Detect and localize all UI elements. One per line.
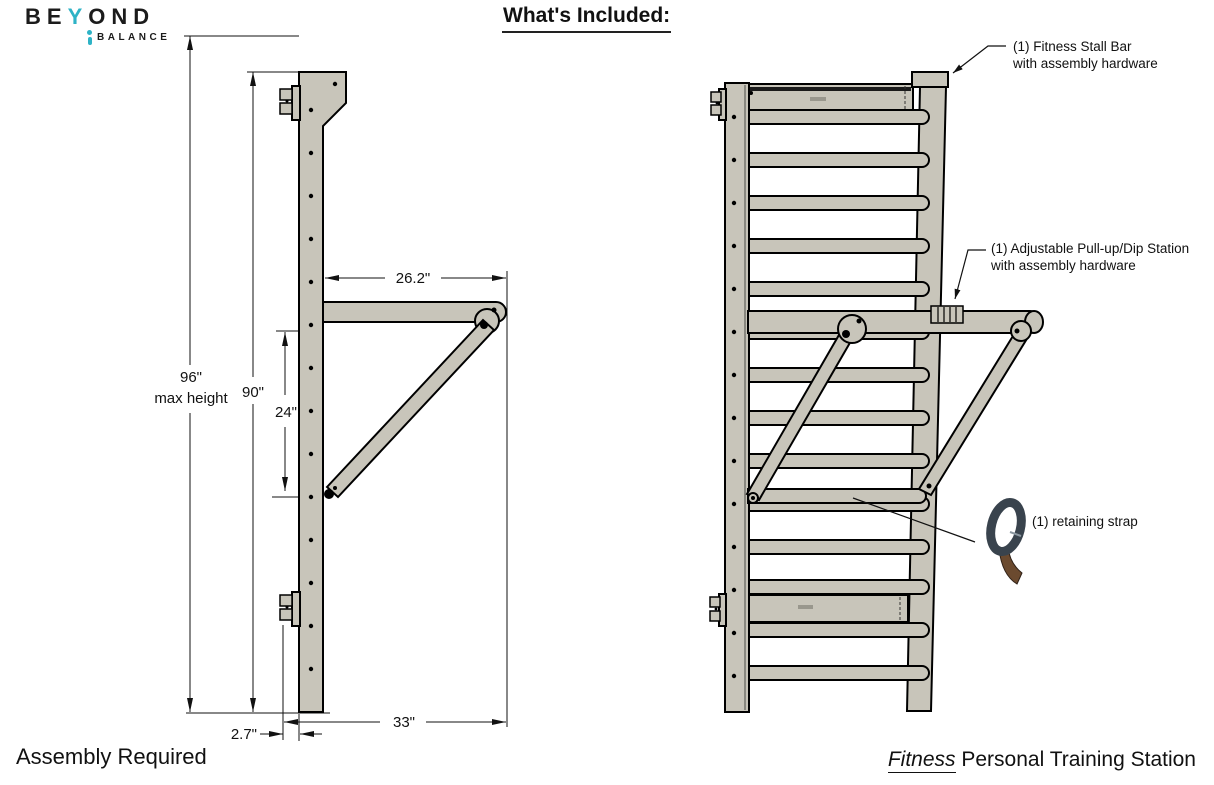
stall-bar-side-profile bbox=[279, 71, 347, 713]
brand-name: BEYOND bbox=[25, 6, 170, 28]
pullup-arm-side bbox=[322, 301, 507, 499]
brand-exclamation-icon bbox=[87, 30, 92, 45]
brand-name-accent: Y bbox=[67, 4, 89, 29]
stall-bar-side-holes bbox=[285, 81, 338, 672]
dim-2-7-label: 2.7" bbox=[231, 726, 257, 743]
board-hidden-edges bbox=[899, 86, 906, 620]
side-view: 96" max height 90" 24" 26.2" 33" 2.7" bbox=[154, 35, 508, 743]
assembly-required-note: Assembly Required bbox=[16, 744, 207, 769]
dim-26-2-label: 26.2" bbox=[396, 270, 431, 287]
annotation-strap: (1) retaining strap bbox=[1032, 514, 1138, 529]
dim-96-sublabel: max height bbox=[154, 390, 228, 407]
product-name: Fitness Personal Training Station bbox=[887, 748, 1196, 773]
product-name-italic: Fitness bbox=[887, 748, 956, 773]
left-rail-holes bbox=[714, 91, 753, 679]
annotation-leaders bbox=[852, 45, 1006, 543]
dim-24-label: 24" bbox=[275, 404, 297, 421]
dim-33-label: 33" bbox=[393, 714, 415, 731]
dim-96-label: 96" bbox=[180, 369, 202, 386]
brand-name-pre: BE bbox=[25, 4, 68, 29]
side-view-dimensions bbox=[184, 35, 508, 741]
stall-bar-rungs bbox=[748, 109, 930, 681]
brand-logo: BEYOND BALANCE bbox=[25, 6, 170, 45]
page-title: What's Included: bbox=[502, 4, 672, 33]
brand-subline: BALANCE bbox=[87, 30, 170, 45]
brand-subname: BALANCE bbox=[97, 31, 171, 43]
front-view: (1) Fitness Stall Bar with assembly hard… bbox=[709, 39, 1189, 713]
brand-name-post: OND bbox=[88, 4, 156, 29]
dim-90-label: 90" bbox=[242, 384, 264, 401]
product-name-rest: Personal Training Station bbox=[955, 748, 1196, 771]
annotation-stall-bar-line1: (1) Fitness Stall Bar bbox=[1013, 39, 1132, 54]
retaining-strap-icon bbox=[986, 497, 1026, 585]
annotation-dip-line2: with assembly hardware bbox=[990, 258, 1136, 273]
pullup-arm-side-bolts bbox=[324, 307, 497, 499]
dip-station-details bbox=[751, 307, 1020, 500]
left-rail bbox=[709, 82, 750, 713]
board-logo-marks bbox=[798, 97, 826, 609]
annotation-stall-bar-line2: with assembly hardware bbox=[1012, 56, 1158, 71]
annotation-dip-line1: (1) Adjustable Pull-up/Dip Station bbox=[991, 241, 1189, 256]
